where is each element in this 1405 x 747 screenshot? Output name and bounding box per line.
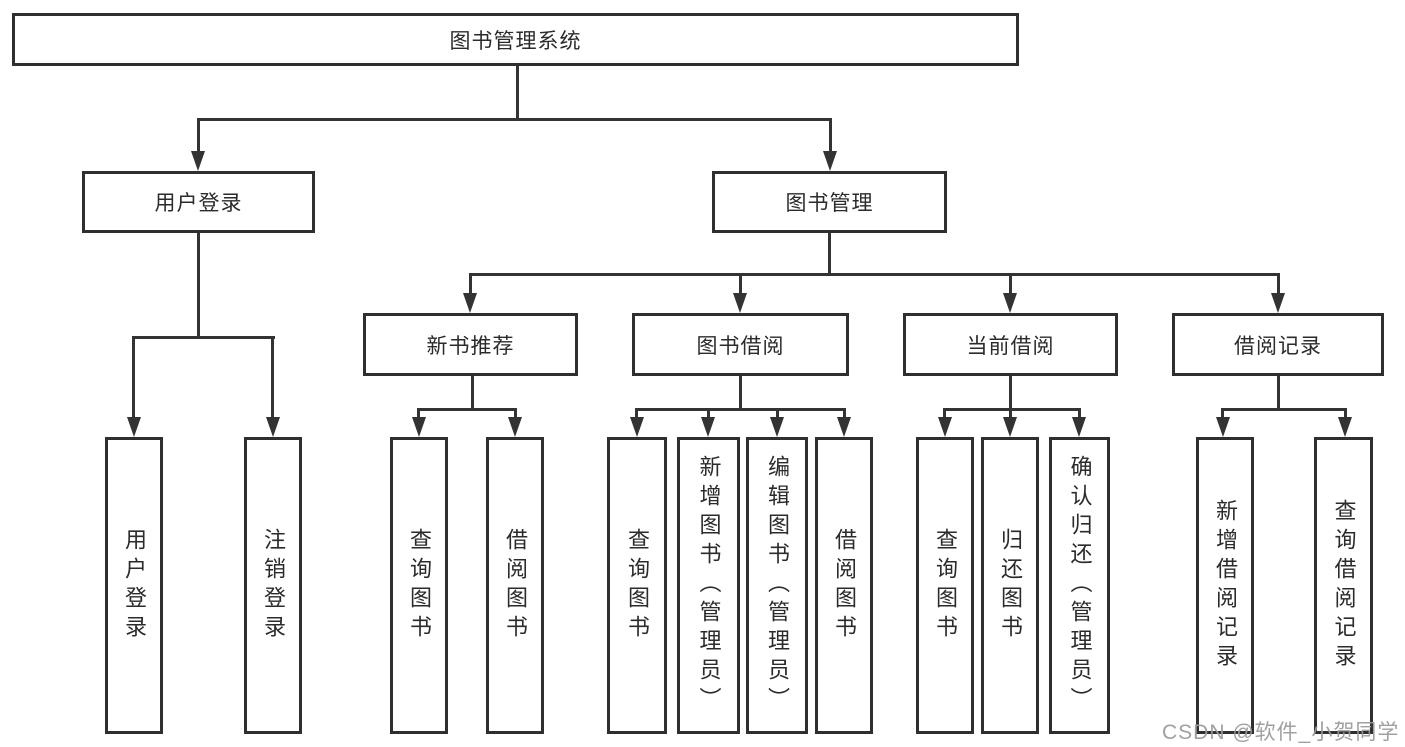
node-borrow-records: 借阅记录 xyxy=(1172,313,1384,376)
connector-vline xyxy=(271,339,274,417)
arrow-down xyxy=(463,293,477,313)
arrow-down xyxy=(1003,293,1017,313)
connector-hline xyxy=(1221,408,1347,411)
arrow-down xyxy=(701,417,715,437)
leaf-borrow-books-recommend: 借阅图书 xyxy=(486,437,544,734)
connector-vline xyxy=(635,408,638,417)
arrow-down xyxy=(630,417,644,437)
connector-vline xyxy=(1344,408,1347,417)
arrow-down xyxy=(1338,417,1352,437)
leaf-return-books: 归还图书 xyxy=(981,437,1039,734)
connector-vline xyxy=(739,276,742,293)
arrow-down xyxy=(1072,417,1086,437)
node-new-book-recommend: 新书推荐 xyxy=(363,313,578,376)
arrow-down xyxy=(191,151,205,171)
csdn-watermark: CSDN @软件_小贺同学 xyxy=(1162,721,1400,744)
connector-vline xyxy=(1009,376,1012,408)
arrow-down xyxy=(823,151,837,171)
connector-vline xyxy=(1277,276,1280,293)
connector-hline xyxy=(197,118,832,121)
arrow-down xyxy=(1271,293,1285,313)
connector-vline xyxy=(843,408,846,417)
connector-hline xyxy=(469,273,1280,276)
arrow-down xyxy=(733,293,747,313)
connector-vline xyxy=(776,408,779,417)
connector-vline xyxy=(739,376,742,408)
connector-vline xyxy=(1078,408,1081,417)
connector-vline xyxy=(829,121,832,152)
leaf-edit-books-admin: 编辑图书（管理员） xyxy=(746,437,808,734)
arrow-down xyxy=(770,417,784,437)
node-user-login: 用户登录 xyxy=(82,171,315,233)
connector-vline xyxy=(471,376,474,408)
leaf-add-borrow-record: 新增借阅记录 xyxy=(1196,437,1254,734)
leaf-confirm-return-admin: 确认归还（管理员） xyxy=(1049,437,1110,734)
arrow-down xyxy=(127,417,141,437)
leaf-query-books-recommend: 查询图书 xyxy=(390,437,448,734)
connector-vline xyxy=(707,408,710,417)
connector-vline xyxy=(1277,376,1280,408)
leaf-query-books-borrowing: 查询图书 xyxy=(607,437,667,734)
node-current-borrowing: 当前借阅 xyxy=(903,313,1118,376)
connector-hline xyxy=(132,336,275,339)
leaf-user-login: 用户登录 xyxy=(105,437,163,734)
arrow-down xyxy=(412,417,426,437)
leaf-add-books-admin: 新增图书（管理员） xyxy=(677,437,740,734)
leaf-logout: 注销登录 xyxy=(244,437,302,734)
arrow-down xyxy=(837,417,851,437)
connector-vline xyxy=(1009,408,1012,417)
arrow-down xyxy=(1216,417,1230,437)
connector-vline xyxy=(132,339,135,417)
connector-vline xyxy=(469,276,472,293)
arrow-down xyxy=(1003,417,1017,437)
leaf-query-borrow-record: 查询借阅记录 xyxy=(1314,437,1373,734)
connector-hline xyxy=(943,408,1081,411)
leaf-query-books-current: 查询图书 xyxy=(916,437,974,734)
connector-hline xyxy=(635,408,846,411)
connector-vline xyxy=(197,121,200,152)
arrow-down xyxy=(266,417,280,437)
node-library-management-system: 图书管理系统 xyxy=(12,13,1019,66)
connector-vline xyxy=(828,233,831,275)
leaf-borrow-books: 借阅图书 xyxy=(815,437,873,734)
connector-vline xyxy=(1009,276,1012,293)
arrow-down xyxy=(938,417,952,437)
connector-vline xyxy=(197,233,200,336)
connector-vline xyxy=(514,408,517,417)
node-book-borrowing: 图书借阅 xyxy=(632,313,849,376)
connector-vline xyxy=(943,408,946,417)
connector-hline xyxy=(417,408,517,411)
connector-vline xyxy=(1221,408,1224,417)
connector-vline xyxy=(516,66,519,118)
connector-vline xyxy=(417,408,420,417)
node-book-management: 图书管理 xyxy=(712,171,947,233)
arrow-down xyxy=(508,417,522,437)
